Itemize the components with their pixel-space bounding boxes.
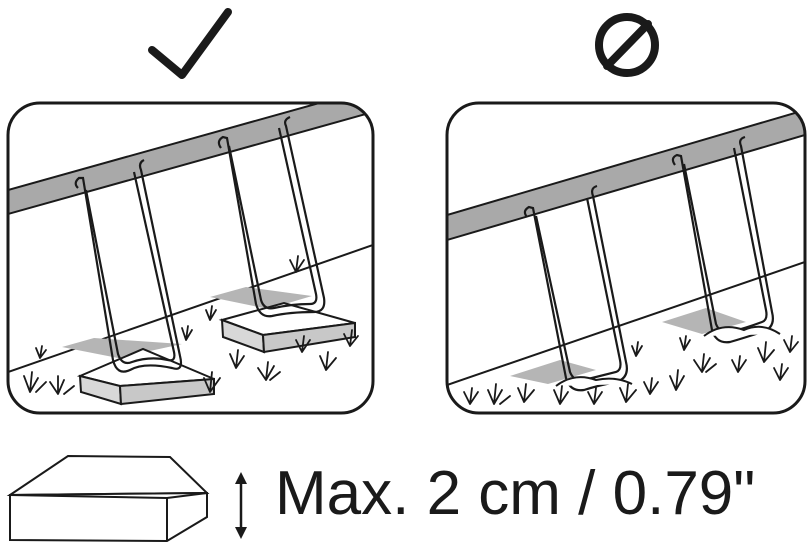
- double-arrow-icon: [235, 472, 247, 539]
- ground-stake: [74, 159, 183, 373]
- spacer-block-icon: [6, 454, 210, 543]
- grass: [463, 335, 799, 405]
- ground-stake: [217, 115, 326, 318]
- spacer-block: [62, 338, 215, 406]
- checkmark-icon: [148, 8, 232, 79]
- prohibited-icon: [595, 13, 659, 77]
- incorrect-installation-panel: [445, 101, 807, 415]
- correct-installation-panel: [6, 101, 375, 415]
- spacer-block: [210, 287, 356, 354]
- grass: [23, 255, 359, 395]
- ground-stake: [523, 184, 628, 392]
- max-height-caption: Max. 2 cm / 0.79": [275, 459, 756, 528]
